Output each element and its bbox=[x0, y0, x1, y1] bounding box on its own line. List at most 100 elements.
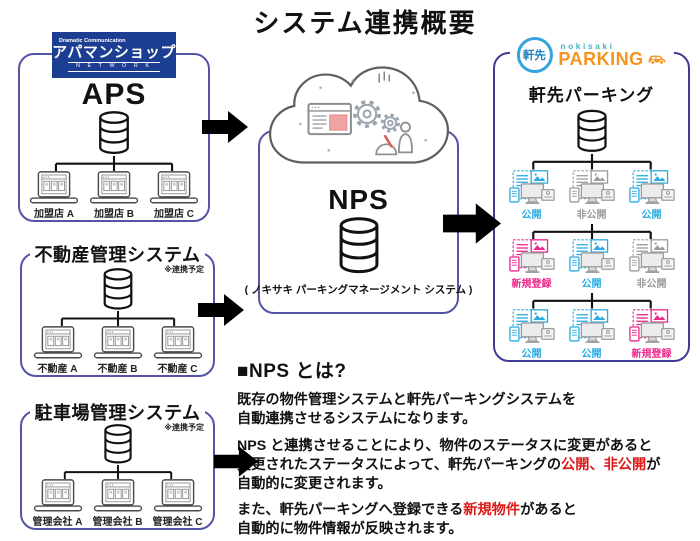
listing-status: 公開 bbox=[507, 309, 557, 360]
browser-window-icon bbox=[307, 102, 352, 136]
explanation-paragraph: また、軒先パーキングへ登録できる新規物件があると 自動的に物件情報が反映されます… bbox=[237, 502, 577, 538]
client-label: 加盟店 B bbox=[94, 209, 134, 220]
status-label: 非公開 bbox=[636, 279, 667, 291]
laptop-icon bbox=[153, 479, 203, 512]
decor-dots bbox=[299, 79, 427, 152]
status-label: 公開 bbox=[641, 209, 662, 221]
listing-terminal-icon bbox=[629, 309, 675, 345]
client-label: 管理会社 C bbox=[152, 517, 203, 528]
client-terminal: 管理会社 C bbox=[149, 479, 207, 528]
listing-status: 公開 bbox=[567, 239, 617, 290]
listing-terminal-icon bbox=[629, 170, 675, 206]
client-label: 加盟店 C bbox=[154, 209, 194, 220]
nokisaki-circle-mark: 軒先 bbox=[516, 37, 553, 73]
laptop-icon bbox=[29, 171, 79, 204]
client-label: 管理会社 A bbox=[32, 517, 83, 528]
apamanshop-logo-network: N E T W O R K bbox=[67, 62, 161, 72]
apamanshop-logo: Dramatic Communication アパマンショップ N E T W … bbox=[52, 32, 176, 78]
listing-terminal-icon bbox=[509, 170, 555, 206]
status-label: 公開 bbox=[521, 348, 542, 360]
nps-caption: ( ノキサキ パーキングマネージメント システム ) bbox=[244, 284, 473, 296]
nokisaki-parking-logo: 軒先 nokisaki PARKING bbox=[509, 34, 674, 76]
status-label: 非公開 bbox=[576, 209, 607, 221]
explanation-heading: ■NPS とは? bbox=[237, 361, 347, 382]
listing-status: 新規登録 bbox=[627, 309, 677, 360]
highlighted-text: 新規物件 bbox=[463, 502, 521, 519]
cloud-icon bbox=[268, 66, 450, 164]
tree-connector bbox=[25, 156, 203, 171]
database-icon bbox=[95, 111, 133, 156]
arrow-parkinglot-to-nps bbox=[214, 446, 258, 477]
protractor-icon bbox=[375, 134, 398, 156]
listing-status: 新規登録 bbox=[507, 239, 557, 290]
arrow-aps-to-nps bbox=[202, 111, 248, 143]
client-terminal: 不動産 B bbox=[89, 326, 147, 375]
status-label: 新規登録 bbox=[631, 348, 672, 360]
apamanshop-logo-name: アパマンショップ bbox=[52, 44, 176, 62]
client-terminal: 加盟店 A bbox=[25, 171, 83, 220]
arrow-realestate-to-nps bbox=[198, 294, 244, 326]
nokisaki-logo-main: PARKING bbox=[558, 49, 644, 70]
status-row: 新規登録 公開 非公開 bbox=[507, 239, 677, 290]
listing-terminal-icon bbox=[629, 239, 675, 275]
client-terminal: 加盟店 B bbox=[85, 171, 143, 220]
listing-status: 公開 bbox=[507, 170, 557, 221]
database-icon bbox=[99, 424, 137, 465]
realestate-clients: 不動産 A 不動産 B 不動産 C bbox=[29, 326, 207, 375]
database-icon bbox=[99, 268, 137, 311]
client-label: 不動産 B bbox=[97, 364, 138, 375]
client-terminal: 不動産 C bbox=[149, 326, 207, 375]
car-icon bbox=[647, 53, 667, 65]
parkinglot-clients: 管理会社 A 管理会社 B 管理会社 C bbox=[29, 479, 207, 528]
nokisaki-logo-sub: nokisaki bbox=[560, 40, 615, 51]
listing-terminal-icon bbox=[509, 239, 555, 275]
client-label: 管理会社 B bbox=[92, 517, 143, 528]
aps-clients: 加盟店 A 加盟店 B 加盟店 C bbox=[25, 171, 203, 220]
highlighted-text: 公開、非公開 bbox=[561, 456, 647, 473]
gear-icon bbox=[353, 100, 381, 128]
client-terminal: 不動産 A bbox=[29, 326, 87, 375]
listing-terminal-icon bbox=[569, 170, 615, 206]
listing-status: 公開 bbox=[627, 170, 677, 221]
nokisaki-box: 軒先 nokisaki PARKING 軒先パーキング 公開 非公開 bbox=[493, 34, 690, 362]
client-label: 加盟店 A bbox=[34, 209, 74, 220]
laptop-icon bbox=[33, 479, 83, 512]
listing-terminal-icon bbox=[569, 239, 615, 275]
speed-lines bbox=[378, 71, 391, 83]
explanation-paragraph: NPS と連携させることにより、物件のステータスに変更があると 変更されたステー… bbox=[237, 437, 661, 492]
database-icon bbox=[335, 217, 383, 275]
person-icon bbox=[397, 121, 413, 154]
tree-connector bbox=[507, 224, 677, 240]
explanation-paragraph: 既存の物件管理システムと軒先パーキングシステムを 自動連携させるシステムになりま… bbox=[237, 392, 577, 427]
laptop-icon bbox=[89, 171, 139, 204]
laptop-icon bbox=[33, 326, 83, 359]
realestate-box-title: 不動産管理システム bbox=[22, 241, 213, 267]
realestate-box: 不動産管理システム ※連携予定 不動産 A 不動産 B 不動産 C bbox=[20, 245, 215, 377]
listing-status: 公開 bbox=[567, 309, 617, 360]
status-label: 公開 bbox=[581, 279, 602, 291]
listing-terminal-icon bbox=[509, 309, 555, 345]
client-terminal: 管理会社 A bbox=[29, 479, 87, 528]
nps-explanation: ■NPS とは? 既存の物件管理システムと軒先パーキングシステムを 自動連携させ… bbox=[237, 356, 699, 539]
laptop-icon bbox=[93, 479, 143, 512]
client-terminal: 管理会社 B bbox=[89, 479, 147, 528]
status-label: 新規登録 bbox=[511, 279, 552, 291]
parkinglot-note: ※連携予定 bbox=[164, 423, 204, 432]
status-row: 公開 公開 新規登録 bbox=[507, 309, 677, 360]
database-icon bbox=[574, 109, 610, 154]
laptop-icon bbox=[153, 326, 203, 359]
aps-box: Dramatic Communication アパマンショップ N E T W … bbox=[18, 32, 210, 222]
laptop-icon bbox=[149, 171, 199, 204]
listing-status: 非公開 bbox=[567, 170, 617, 221]
parkinglot-box-title: 駐車場管理システム bbox=[22, 399, 213, 425]
status-row: 公開 非公開 公開 bbox=[507, 170, 677, 221]
client-label: 不動産 C bbox=[157, 364, 198, 375]
tree-connector bbox=[29, 311, 207, 326]
tree-connector bbox=[507, 154, 677, 170]
nokisaki-service-title: 軒先パーキング bbox=[528, 86, 655, 105]
aps-label: APS bbox=[81, 78, 147, 111]
client-terminal: 加盟店 C bbox=[145, 171, 203, 220]
tree-connector bbox=[507, 293, 677, 309]
listing-terminal-icon bbox=[569, 309, 615, 345]
